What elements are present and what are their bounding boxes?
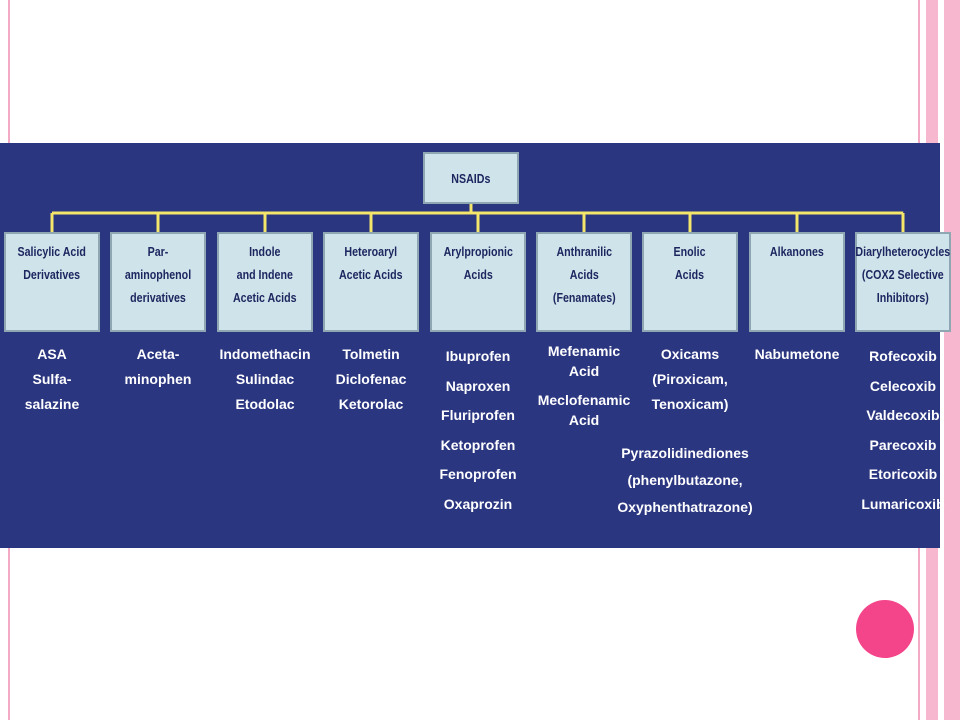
drug-list: Nabumetone: [743, 342, 851, 367]
drug-item: Diclofenac: [335, 371, 407, 387]
drug-item: Ibuprofen: [445, 348, 511, 364]
drug-item: Naproxen: [445, 377, 511, 394]
drug-item: Celecoxib: [869, 377, 937, 394]
category-label: Indole and Indene Acetic Acids: [233, 244, 297, 305]
category-label: Heteroaryl Acetic Acids: [339, 244, 403, 282]
drug-item: ASA: [37, 346, 67, 362]
drug-item: Sulindac: [235, 371, 295, 387]
extra-line: Oxyphenthatrazone): [617, 499, 753, 515]
category-box: Heteroaryl Acetic Acids: [323, 232, 419, 332]
drug-item: Aceta-: [136, 346, 180, 362]
drug-item: Etodolac: [235, 396, 295, 412]
drug-item: Valdecoxib: [866, 407, 940, 423]
drug-item: Rofecoxib: [869, 348, 937, 364]
extra-line: (phenylbutazone,: [627, 472, 743, 488]
category-box: Enolic Acids: [642, 232, 738, 332]
extra-line: Pyrazolidinediones: [621, 445, 749, 461]
category-box: Salicylic Acid Derivatives: [4, 232, 100, 332]
drug-item: Tenoxicam): [651, 396, 729, 412]
category-label: Arylpropionic Acids: [443, 244, 513, 282]
drug-item: Etoricoxib: [868, 466, 938, 482]
pyrazolidinediones-text: Pyrazolidinediones (phenylbutazone, Oxyp…: [600, 440, 770, 521]
category-box: Arylpropionic Acids: [430, 232, 526, 332]
category-box: Anthranilic Acids (Fenamates): [536, 232, 632, 332]
drug-gap: [530, 381, 638, 391]
category-label: Enolic Acids: [673, 244, 706, 282]
category-label: Par-aminophenol derivatives: [124, 244, 192, 305]
drug-item: Ketoprofen: [440, 436, 516, 453]
category-label: Alkanones: [770, 244, 824, 259]
drug-item: Oxaprozin: [443, 495, 513, 512]
drug-item: Lumaricoxib: [861, 495, 945, 512]
drug-item: Acid: [568, 411, 600, 428]
drug-list: Aceta-minophen: [104, 342, 212, 392]
category-box: Alkanones: [749, 232, 845, 332]
drug-item: salazine: [24, 396, 80, 412]
decorative-pink-dot: [856, 600, 914, 658]
drug-item: Indomethacin: [219, 346, 311, 362]
category-label: Diarylheterocycles (COX2 Selective Inhib…: [855, 244, 951, 305]
category-box: Par-aminophenol derivatives: [110, 232, 206, 332]
drug-item: Oxicams: [660, 346, 720, 362]
drug-item: minophen: [124, 371, 192, 387]
drug-list: Oxicams (Piroxicam, Tenoxicam): [636, 342, 744, 417]
root-label: NSAIDs: [451, 170, 491, 186]
drug-item: Meclofenamic: [537, 392, 631, 408]
drug-item: Sulfa-: [32, 371, 72, 387]
drug-item: Fenoprofen: [439, 466, 517, 482]
drug-item: Tolmetin: [342, 346, 400, 362]
drug-item: Parecoxib: [869, 436, 937, 453]
drug-item: Nabumetone: [754, 346, 840, 362]
root-node: NSAIDs: [423, 152, 519, 204]
category-box: Diarylheterocycles (COX2 Selective Inhib…: [855, 232, 951, 332]
drug-item: Fluriprofen: [441, 407, 515, 423]
drug-item: (Piroxicam,: [652, 371, 728, 387]
right-border-band-2: [944, 0, 960, 720]
drug-item: Ketorolac: [338, 396, 404, 412]
drug-list: ASA Sulfa-salazine: [0, 342, 106, 417]
category-box: Indole and Indene Acetic Acids: [217, 232, 313, 332]
drug-item: Mefenamic: [547, 343, 621, 359]
drug-item: Acid: [568, 362, 600, 379]
category-label: Salicylic Acid Derivatives: [17, 244, 87, 282]
category-label: Anthranilic Acids (Fenamates): [552, 244, 616, 305]
